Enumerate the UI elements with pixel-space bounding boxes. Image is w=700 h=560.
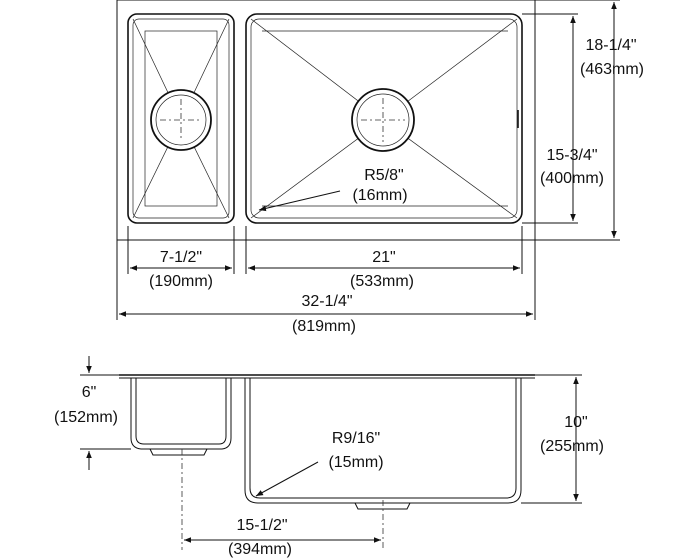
bowl-depth-dimension [522, 13, 578, 224]
sink-outline [116, 0, 536, 241]
bottom-radius-metric: (15mm) [328, 454, 383, 471]
bowl-depth-metric: (400mm) [540, 170, 604, 187]
overall-width-imperial: 32-1/4" [301, 293, 352, 310]
overall-width-dimension [116, 240, 536, 320]
drain-offset-imperial: 15-1/2" [236, 517, 287, 534]
large-bowl-depth-metric: (255mm) [540, 438, 604, 455]
large-bowl-profile [244, 378, 522, 510]
side-view: 6" (152mm) 10" (255mm) R9/16" (15mm) 15-… [54, 356, 604, 558]
drain-offset-dimension [181, 449, 384, 550]
corner-radius-metric: (16mm) [352, 187, 407, 204]
overall-depth-metric: (463mm) [580, 61, 644, 78]
large-bowl-depth-dimension [521, 374, 582, 504]
bottom-radius-leader [255, 461, 319, 497]
small-bowl-drain [150, 89, 212, 151]
small-bowl-width-metric: (190mm) [149, 273, 213, 290]
top-view: R5/8" (16mm) 7-1/2" (190mm) 21" (533mm) … [116, 0, 644, 335]
drain-offset-metric: (394mm) [228, 541, 292, 558]
large-bowl-drain [351, 88, 415, 152]
corner-radius-imperial: R5/8" [364, 167, 403, 184]
bowl-depth-imperial: 15-3/4" [546, 147, 597, 164]
small-bowl-depth-metric: (152mm) [54, 409, 118, 426]
overall-depth-dimension [535, 0, 620, 241]
large-bowl-depth-imperial: 10" [564, 414, 587, 431]
small-bowl [127, 13, 235, 224]
small-bowl-depth-imperial: 6" [82, 384, 97, 401]
small-bowl-profile [130, 378, 232, 456]
bottom-radius-imperial: R9/16" [332, 430, 380, 447]
bowl-width-dimensions [127, 226, 523, 274]
large-bowl [245, 13, 523, 224]
large-bowl-width-imperial: 21" [372, 249, 395, 266]
overall-width-metric: (819mm) [292, 318, 356, 335]
overall-depth-imperial: 18-1/4" [585, 37, 636, 54]
large-bowl-width-metric: (533mm) [350, 273, 414, 290]
corner-radius-leader [258, 190, 341, 212]
small-bowl-width-imperial: 7-1/2" [160, 249, 202, 266]
small-bowl-depth-dimension [80, 356, 131, 470]
